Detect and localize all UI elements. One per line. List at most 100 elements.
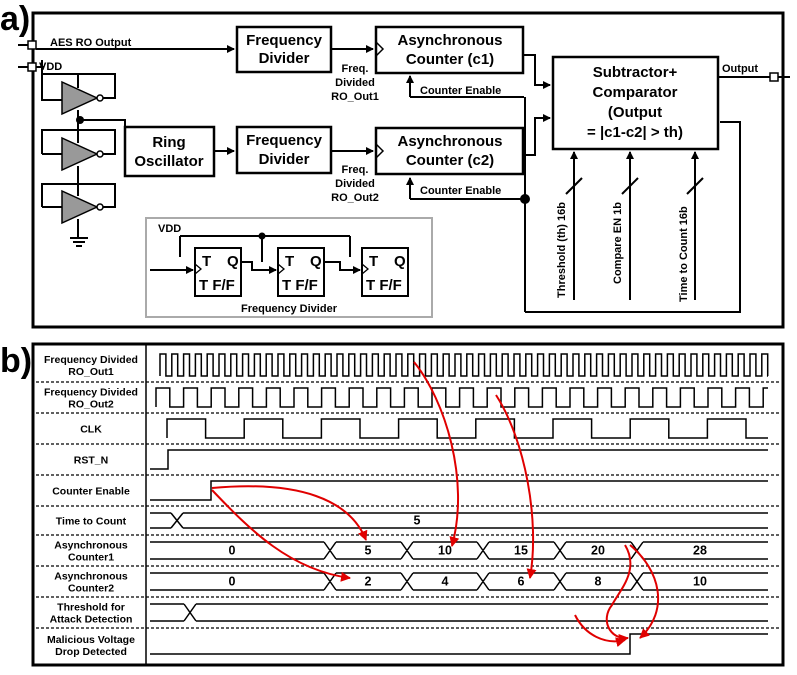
ff1-t: T [202, 253, 211, 270]
async-counter-c2-line1: Asynchronous [397, 133, 502, 150]
counter-enable-waveform [150, 480, 768, 501]
signal-label: Asynchronous [54, 571, 128, 583]
async-counter-c1 [374, 25, 525, 75]
signal-label: Counter1 [68, 552, 114, 564]
signal-label: Frequency Divided [44, 387, 138, 399]
threshold-label: Threshold (th) 16b [556, 202, 568, 298]
ro-out1-label-2: Divided [335, 77, 375, 89]
async-counter-c1-line1: Asynchronous [397, 32, 502, 49]
ro-out1-waveform [159, 353, 769, 377]
vdd-input-port [27, 62, 37, 72]
ro-out1-label-3: RO_Out1 [331, 91, 379, 103]
signal-label: Frequency Divided [44, 354, 138, 366]
counter-enable-2-label: Counter Enable [420, 185, 501, 197]
counter2-value: 8 [595, 575, 602, 589]
subtractor-comparator [551, 55, 720, 151]
ro-out2-waveform [155, 387, 768, 408]
inverter-1-icon [61, 80, 99, 116]
inverter-2-icon [61, 136, 99, 172]
signal-label: Drop Detected [55, 646, 127, 658]
row-separators [36, 381, 780, 629]
signal-label: RST_N [74, 455, 108, 467]
signal-label: Malicious Voltage [47, 634, 135, 646]
async-counter-c2 [374, 126, 525, 176]
red-arrow-6 [629, 544, 660, 639]
frequency-divider-1-line2: Divider [259, 50, 310, 67]
frequency-divider-inset: VDD T Q T F/F T Q T F/F T Q T F/F Freque… [145, 217, 433, 318]
panel-a-border [31, 11, 785, 329]
ff1-q: Q [227, 253, 239, 270]
aes-input-port [27, 40, 37, 50]
ff3-t: T [369, 253, 378, 270]
ff3-q: Q [394, 253, 406, 270]
counter1-value: 10 [438, 544, 452, 558]
red-arrow-5 [605, 544, 632, 644]
output-label: Output [722, 63, 758, 75]
malicious-drop-waveform [150, 633, 768, 655]
counter2-value: 2 [365, 575, 372, 589]
time-to-count-bus-waveform [150, 512, 768, 529]
ff3-label: T F/F [366, 277, 402, 294]
counter1-value: 0 [229, 544, 236, 558]
panel-b-label: b) [0, 342, 32, 380]
counter1-value: 5 [365, 544, 372, 558]
subtractor-line1: Subtractor+ [593, 64, 678, 81]
counter-enable-1-label: Counter Enable [420, 85, 501, 97]
ff2-q: Q [310, 253, 322, 270]
inverter-chain [36, 60, 126, 247]
frequency-divider-1 [235, 25, 333, 74]
threshold-bus-waveform [150, 603, 768, 622]
ro-out1-label-1: Freq. [342, 63, 369, 75]
frequency-divider-2 [235, 125, 333, 175]
counter2-value: 0 [229, 575, 236, 589]
counter1-value: 28 [693, 544, 707, 558]
subtractor-line4: = |c1-c2| > th) [587, 124, 683, 141]
signal-label: Counter Enable [52, 486, 130, 498]
ro-out2-label-1: Freq. [342, 164, 369, 176]
signal-label: Counter2 [68, 583, 114, 595]
ro-out2-label-3: RO_Out2 [331, 192, 379, 204]
subtractor-line2: Comparator [592, 84, 677, 101]
ring-oscillator [123, 125, 216, 178]
ro-out2-label-2: Divided [335, 178, 375, 190]
counter2-value: 6 [518, 575, 525, 589]
counter1-value: 15 [514, 544, 528, 558]
timing-waveforms [150, 353, 769, 655]
signal-label: CLK [80, 424, 102, 436]
frequency-divider-1-line1: Frequency [246, 32, 323, 49]
time-to-count-value: 5 [414, 514, 421, 528]
counter2-bus-waveform [150, 572, 768, 591]
compare-en-label: Compare EN 1b [612, 202, 624, 284]
signal-label: Asynchronous [54, 540, 128, 552]
signal-label: RO_Out2 [68, 399, 114, 411]
subtractor-line3: (Output [608, 104, 662, 121]
ring-oscillator-line1: Ring [152, 134, 185, 151]
vdd-label: VDD [39, 61, 62, 73]
causality-arrows [211, 361, 660, 648]
inset-caption: Frequency Divider [241, 303, 338, 315]
counter2-value: 10 [693, 575, 707, 589]
signal-label: Attack Detection [50, 614, 133, 626]
ff2-t: T [285, 253, 294, 270]
async-counter-c2-line2: Counter (c2) [406, 152, 494, 169]
output-port [769, 72, 779, 82]
counter1-bus-waveform [150, 541, 768, 560]
t-flipflop-1 [194, 247, 242, 297]
signal-label: RO_Out1 [68, 366, 114, 378]
ring-oscillator-line2: Oscillator [134, 153, 203, 170]
panel-b-border [31, 342, 785, 667]
aes-input-label: AES RO Output [50, 37, 132, 49]
red-arrow-7 [574, 614, 626, 648]
inset-vdd-label: VDD [158, 223, 181, 235]
clk-waveform [166, 418, 768, 439]
time-to-count-label: Time to Count 16b [678, 206, 690, 302]
rst-n-waveform [150, 449, 768, 470]
red-arrow-3 [413, 361, 460, 547]
t-flipflop-3 [361, 247, 409, 297]
frequency-divider-2-line1: Frequency [246, 132, 323, 149]
ff1-label: T F/F [199, 277, 235, 294]
inverter-3-icon [61, 189, 99, 225]
